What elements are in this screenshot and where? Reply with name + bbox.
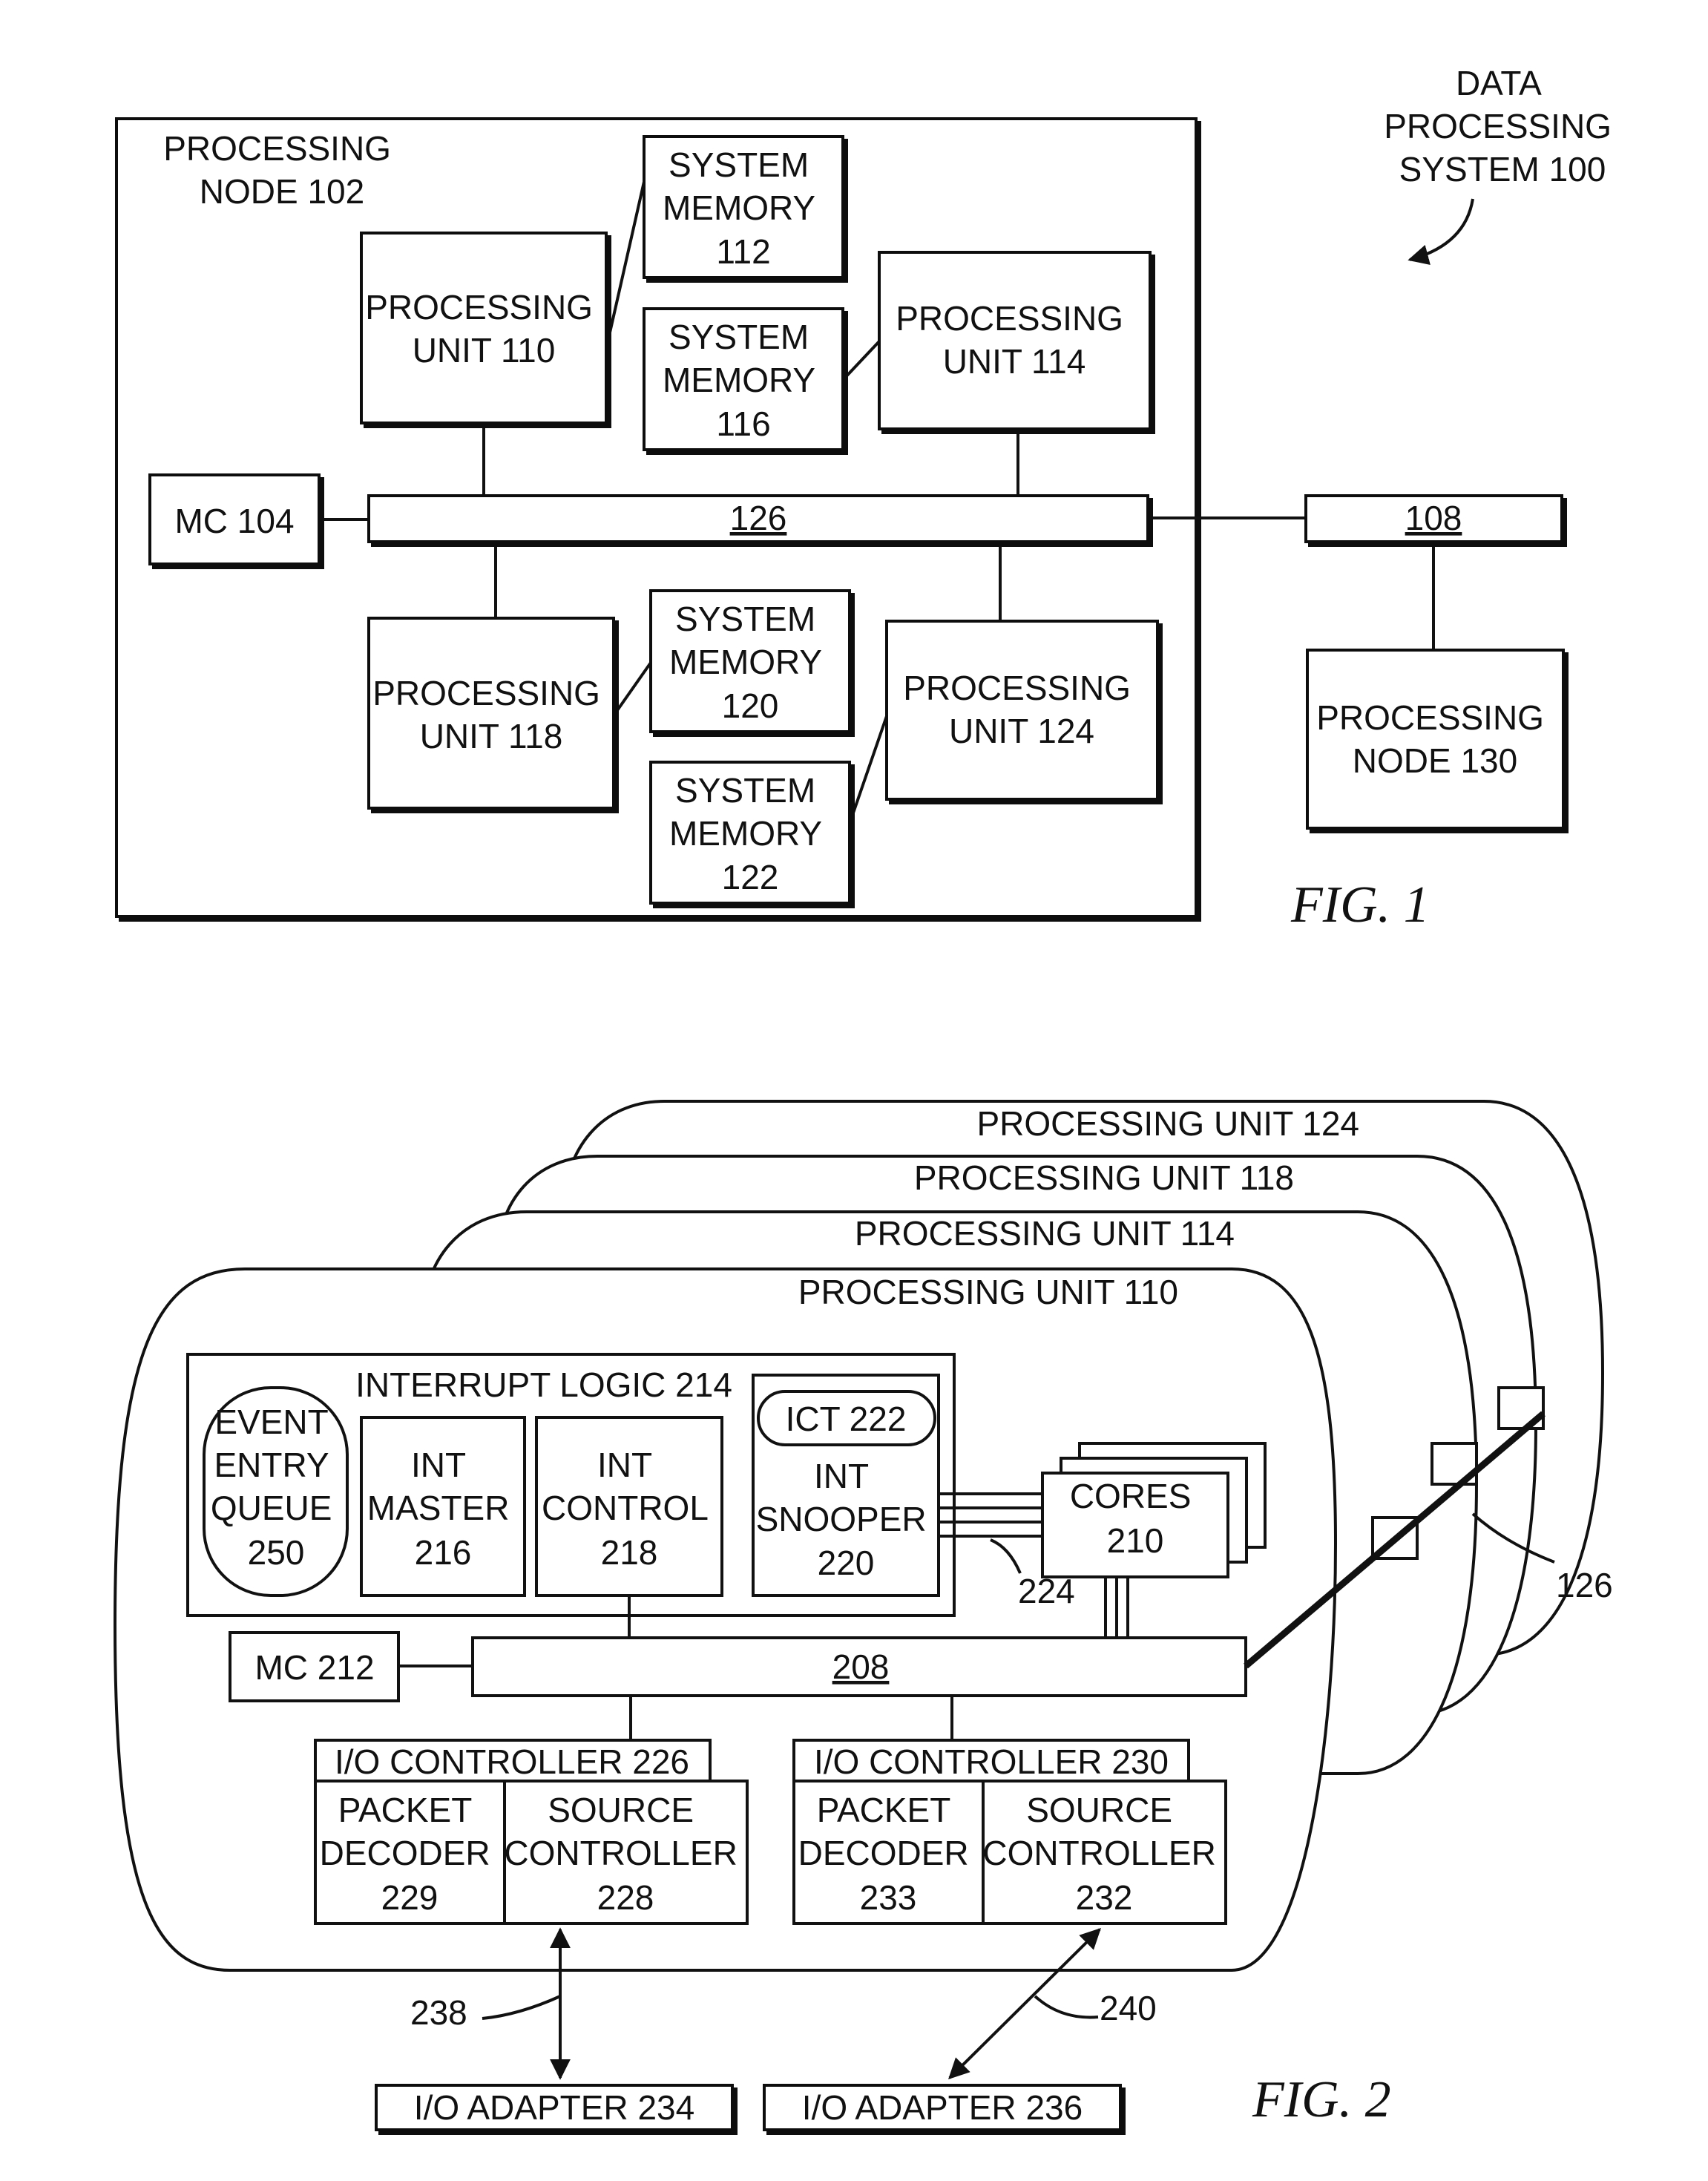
pu-118-shell-label: PROCESSING UNIT 118 <box>914 1158 1294 1197</box>
bus-126-label: 126 <box>730 499 787 537</box>
io-controller-226-label: I/O CONTROLLER 226 <box>335 1742 689 1781</box>
processing-unit-124-box <box>887 621 1157 799</box>
system-pointer-arrow <box>1410 199 1473 260</box>
pu-124-shell-label: PROCESSING UNIT 124 <box>976 1104 1359 1143</box>
interrupt-logic-214-label: INTERRUPT LOGIC 214 <box>355 1365 732 1404</box>
fig1: DATA PROCESSING SYSTEM 100 PROCESSING NO… <box>116 64 1621 934</box>
processing-unit-114-box <box>879 252 1150 429</box>
ref-238-label: 238 <box>410 1993 467 2032</box>
pu-110-shell-label: PROCESSING UNIT 110 <box>798 1273 1178 1311</box>
link-108-label: 108 <box>1405 499 1462 537</box>
fig2-caption: FIG. 2 <box>1252 2071 1391 2128</box>
fig2: PROCESSING UNIT 124 PROCESSING UNIT 118 … <box>115 1101 1613 2130</box>
bus-208-label: 208 <box>832 1647 890 1686</box>
ref-240-leader <box>1035 1996 1098 2017</box>
processing-node-130-box <box>1307 650 1563 828</box>
ref-238-leader <box>482 1996 560 2018</box>
pu-114-shell-label: PROCESSING UNIT 114 <box>855 1214 1235 1253</box>
ref-126-label: 126 <box>1556 1566 1613 1604</box>
ict-222-label: ICT 222 <box>786 1400 907 1438</box>
fig1-caption: FIG. 1 <box>1290 876 1430 934</box>
processing-unit-118-box <box>369 618 614 808</box>
io-adapter-236-label: I/O ADAPTER 236 <box>802 2088 1083 2127</box>
mc-104-label: MC 104 <box>174 502 294 540</box>
system-label: DATA PROCESSING SYSTEM 100 <box>1384 64 1621 188</box>
io-controller-230-label: I/O CONTROLLER 230 <box>814 1742 1169 1781</box>
io-adapter-234-label: I/O ADAPTER 234 <box>414 2088 694 2127</box>
mc-212-label: MC 212 <box>254 1648 374 1687</box>
ref-240-label: 240 <box>1100 1989 1157 2027</box>
processing-unit-110-box <box>361 233 606 423</box>
